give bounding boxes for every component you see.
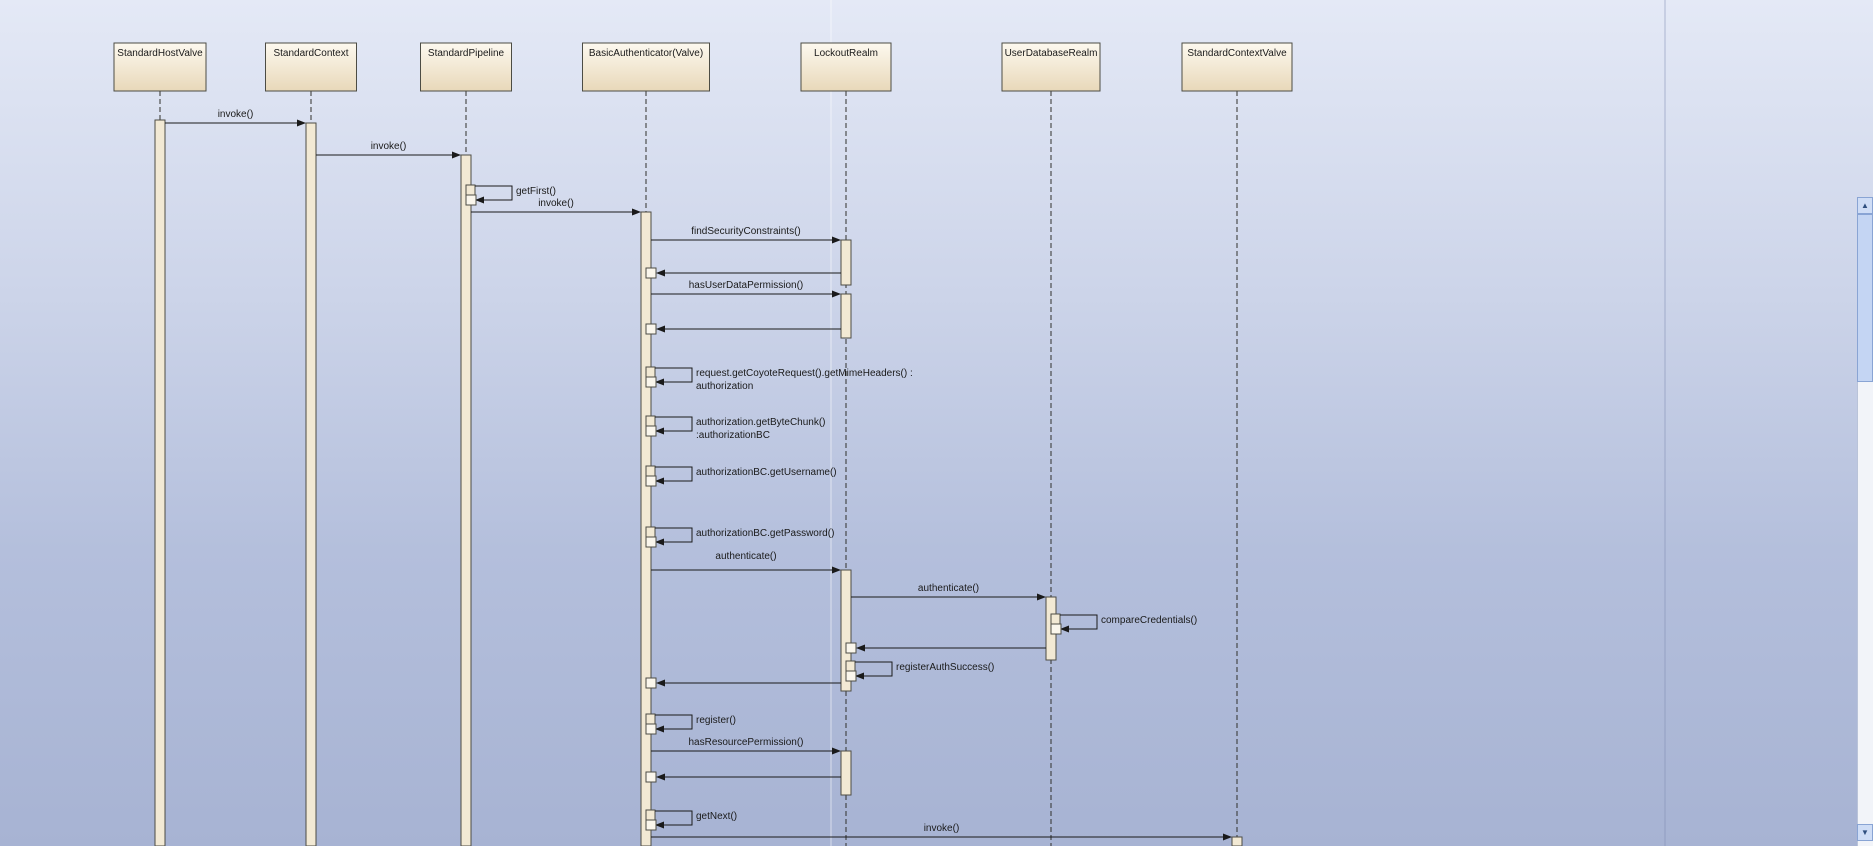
activation-bar[interactable] [154, 119, 166, 846]
arrowhead-icon [452, 151, 461, 159]
message-label: invoke() [218, 109, 254, 120]
return-marker [645, 771, 657, 783]
arrowhead-icon [655, 427, 664, 435]
arrowhead-icon [655, 477, 664, 485]
return-marker [645, 723, 657, 735]
arrowhead-icon [655, 538, 664, 546]
return-marker [645, 536, 657, 548]
activation-bar[interactable] [840, 750, 852, 796]
arrowhead-icon [832, 290, 841, 298]
scrollbar-down-button[interactable]: ▼ [1857, 824, 1873, 841]
participant-label-basic-authenticator: BasicAuthenticator(Valve) [589, 48, 703, 59]
up-arrow-icon: ▲ [1861, 200, 1869, 210]
participant-head-lockout-realm[interactable] [800, 42, 892, 92]
activation-bar[interactable] [840, 293, 852, 339]
return-marker [645, 475, 657, 487]
arrowhead-icon [1223, 833, 1232, 841]
participant-head-standard-context[interactable] [265, 42, 357, 92]
return-marker [645, 677, 657, 689]
arrowhead-icon [656, 325, 665, 333]
participant-label-standard-context: StandardContext [273, 48, 348, 59]
message-label: hasResourcePermission() [688, 737, 803, 748]
participant-label-standard-host-valve: StandardHostValve [117, 48, 203, 59]
arrowhead-icon [1060, 625, 1069, 633]
activation-bar[interactable] [1231, 836, 1243, 846]
self-call-label: compareCredentials() [1101, 615, 1197, 626]
self-call-line[interactable] [855, 661, 893, 677]
return-marker [645, 425, 657, 437]
message-label: authenticate() [918, 583, 979, 594]
self-call-label: getFirst() [516, 186, 556, 197]
return-marker [465, 194, 477, 206]
arrowhead-icon [832, 747, 841, 755]
self-call-line[interactable] [655, 367, 693, 383]
arrowhead-icon [475, 196, 484, 204]
self-call-label: getNext() [696, 811, 737, 822]
self-call-label: authorizationBC.getPassword() [696, 528, 834, 539]
self-call-line[interactable] [655, 810, 693, 826]
self-call-line[interactable] [1060, 614, 1098, 630]
arrowhead-icon [656, 773, 665, 781]
participant-head-standard-host-valve[interactable] [113, 42, 207, 92]
activation-bar[interactable] [840, 569, 852, 692]
participant-head-standard-pipeline[interactable] [420, 42, 512, 92]
arrowhead-icon [632, 208, 641, 216]
return-marker [645, 323, 657, 335]
arrowhead-icon [856, 644, 865, 652]
return-marker [1050, 623, 1062, 635]
arrowhead-icon [855, 672, 864, 680]
message-label: hasUserDataPermission() [689, 280, 803, 291]
self-call-label: :authorizationBC [696, 430, 770, 441]
arrowhead-icon [656, 269, 665, 277]
self-call-line[interactable] [655, 466, 693, 482]
self-call-line[interactable] [655, 527, 693, 543]
arrowhead-icon [655, 378, 664, 386]
participant-head-user-database-realm[interactable] [1001, 42, 1101, 92]
self-call-label: authorization [696, 381, 753, 392]
participant-label-standard-pipeline: StandardPipeline [428, 48, 505, 59]
message-label: findSecurityConstraints() [691, 226, 800, 237]
participant-label-user-database-realm: UserDatabaseRealm [1005, 48, 1098, 59]
arrowhead-icon [832, 236, 841, 244]
self-call-label: register() [696, 715, 736, 726]
return-marker [845, 670, 857, 682]
activation-bar[interactable] [305, 122, 317, 846]
participant-label-standard-context-valve: StandardContextValve [1187, 48, 1287, 59]
message-label: invoke() [371, 141, 407, 152]
return-marker [845, 642, 857, 654]
arrowhead-icon [655, 725, 664, 733]
activation-bar[interactable] [840, 239, 852, 286]
arrowhead-icon [656, 679, 665, 687]
return-marker [645, 376, 657, 388]
vertical-scrollbar-thumb[interactable] [1857, 214, 1873, 382]
participant-label-lockout-realm: LockoutRealm [814, 48, 878, 59]
self-call-label: authorizationBC.getUsername() [696, 467, 837, 478]
message-label: invoke() [538, 198, 574, 209]
arrowhead-icon [1037, 593, 1046, 601]
arrowhead-icon [832, 566, 841, 574]
arrowhead-icon [655, 821, 664, 829]
activation-bar[interactable] [460, 154, 472, 846]
scrollbar-up-button[interactable]: ▲ [1857, 197, 1873, 214]
message-label: invoke() [924, 823, 960, 834]
return-marker [645, 267, 657, 279]
arrowhead-icon [297, 119, 306, 127]
participant-head-standard-context-valve[interactable] [1181, 42, 1293, 92]
participant-head-basic-authenticator[interactable] [582, 42, 710, 92]
self-call-label: request.getCoyoteRequest().getMimeHeader… [696, 368, 913, 379]
message-label: authenticate() [715, 551, 776, 562]
down-arrow-icon: ▼ [1861, 827, 1869, 837]
self-call-line[interactable] [655, 714, 693, 730]
self-call-line[interactable] [475, 185, 513, 201]
self-call-line[interactable] [655, 416, 693, 432]
self-call-label: registerAuthSuccess() [896, 662, 994, 673]
self-call-label: authorization.getByteChunk() [696, 417, 826, 428]
return-marker [645, 819, 657, 831]
